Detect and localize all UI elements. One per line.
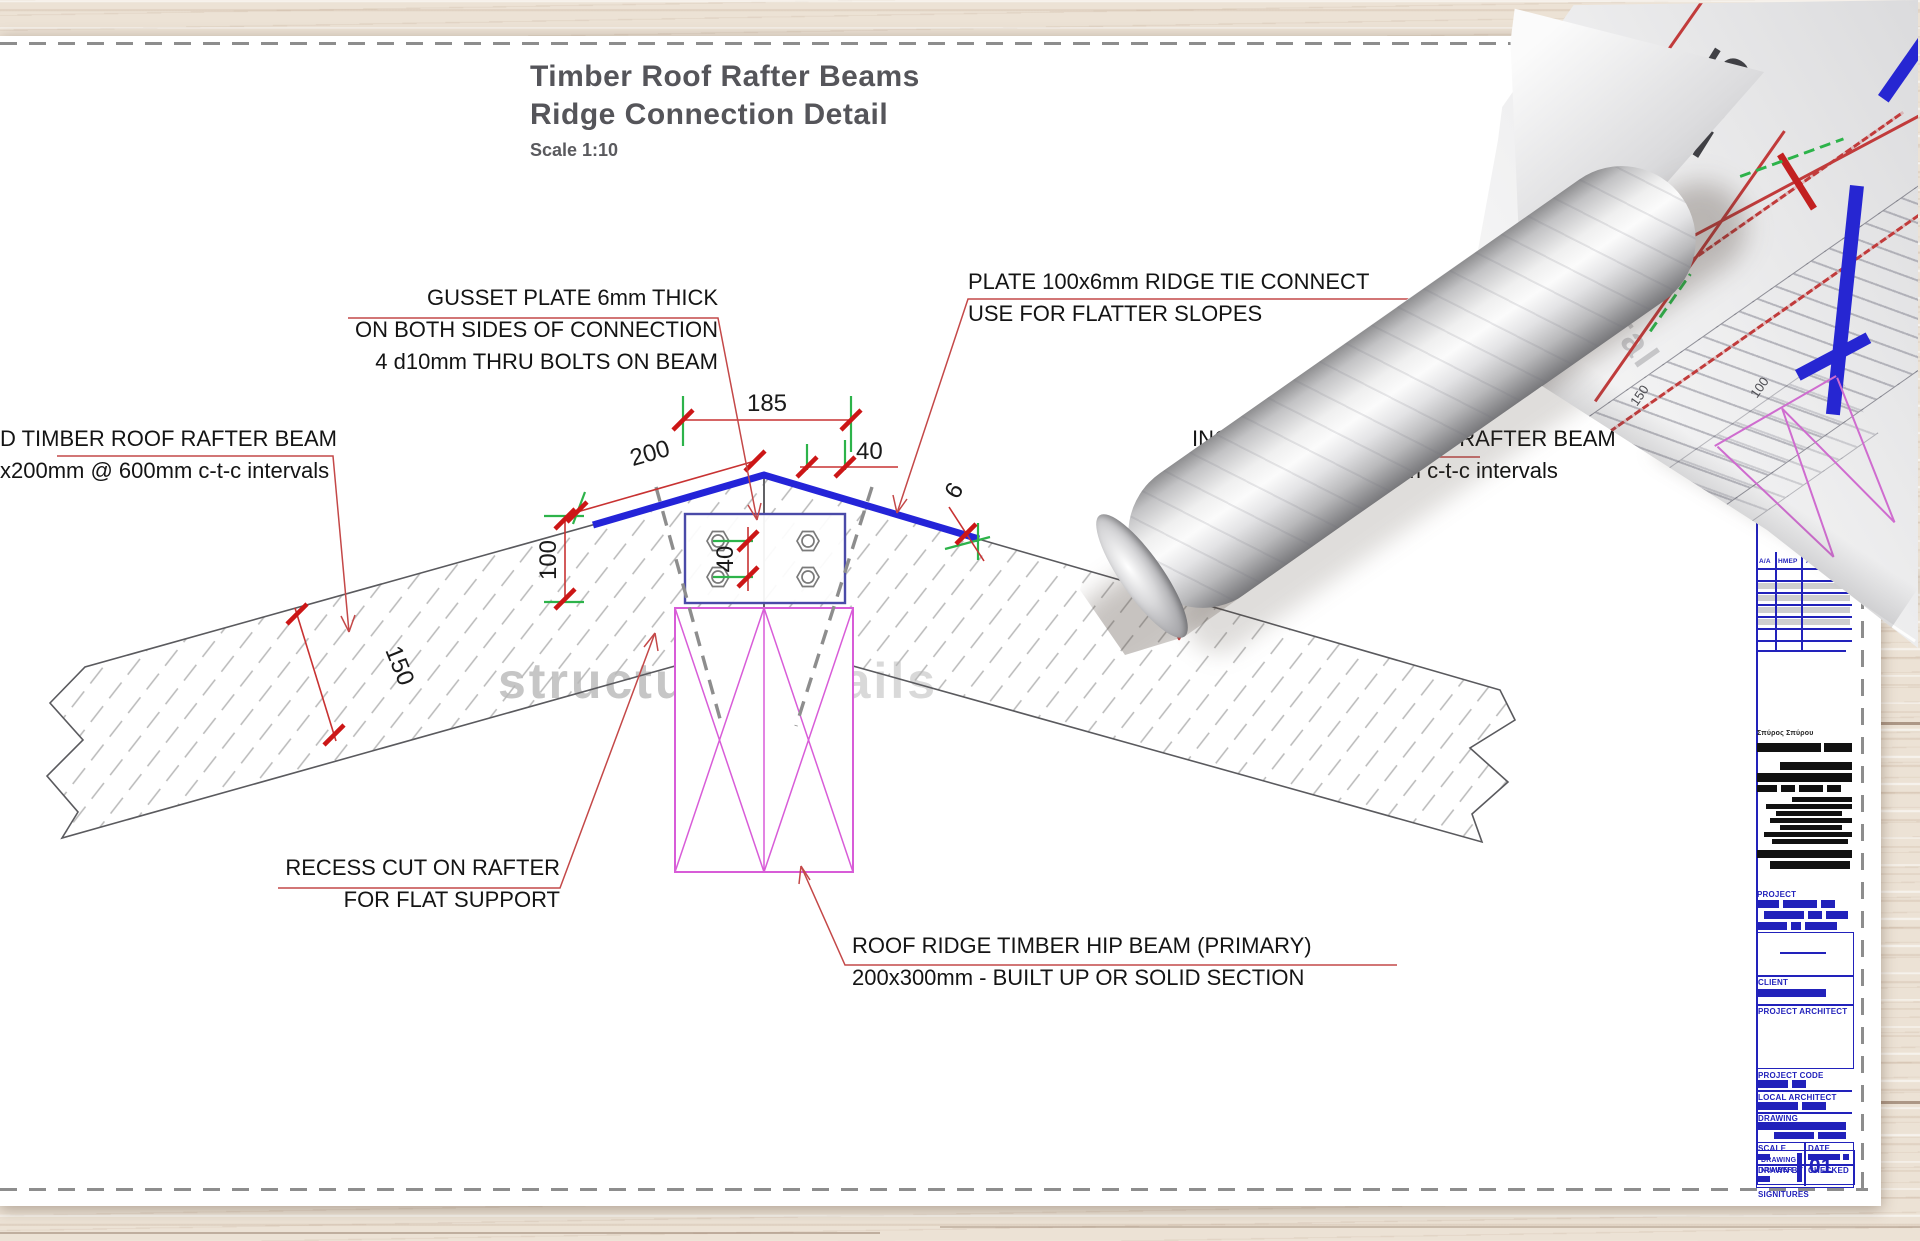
annotation-hip-beam: ROOF RIDGE TIMBER HIP BEAM (PRIMARY) 200…	[852, 930, 1312, 994]
annotation-left-rafter-line2: x200mm @ 600mm c-t-c intervals	[0, 458, 330, 483]
annotation-recess-line1: RECESS CUT ON RAFTER	[285, 855, 560, 880]
annotation-gusset-line2: ON BOTH SIDES OF CONNECTION	[354, 317, 718, 342]
drawing-title-line1: Timber Roof Rafter Beams	[530, 60, 920, 93]
annotation-gusset: GUSSET PLATE 6mm THICK ON BOTH SIDES OF …	[355, 282, 718, 378]
annotation-ridge-tie-line1: PLATE 100x6mm RIDGE TIE CONNECT	[968, 269, 1370, 294]
client-label: CLIENT	[1758, 978, 1789, 987]
drawn-by-label: DRAWN BY	[1758, 1166, 1804, 1175]
dim-bolt-spacing: 40	[712, 545, 739, 573]
project-code-label: PROJECT CODE	[1758, 1071, 1824, 1080]
project-architect-label: PROJECT ARCHITECT	[1758, 1007, 1848, 1016]
annotation-recess-line2: FOR FLAT SUPPORT	[343, 887, 560, 912]
wood-grain-line	[0, 1232, 880, 1234]
scale-label: SCALE	[1758, 1144, 1787, 1153]
author-name: Σπύρος Σπύρου	[1757, 730, 1814, 737]
local-architect-label: LOCAL ARCHITECT	[1758, 1093, 1837, 1102]
rolled-drawing: structural 185 150 100	[1080, 0, 1918, 655]
annotation-recess: RECESS CUT ON RAFTER FOR FLAT SUPPORT	[285, 852, 560, 916]
dim-edge-offset: 40	[856, 438, 883, 465]
annotation-left-rafter: D TIMBER ROOF RAFTER BEAM x200mm @ 600mm…	[0, 423, 337, 487]
sheet-border-right	[1861, 505, 1864, 1188]
title-block: Α/Α ΗΜΕΡ ΑΛΛΑΓ. Σπύρος Σπύρου PROJECT	[1756, 500, 1868, 1200]
dim-ridge-width: 185	[746, 390, 788, 417]
drawing-label: DRAWING	[1758, 1114, 1799, 1123]
drawing-number-value: 01	[1809, 1155, 1833, 1178]
date-label: DATE	[1808, 1144, 1830, 1153]
annotation-hip-beam-line2: 200x300mm - BUILT UP OR SOLID SECTION	[852, 965, 1305, 990]
revision-col1: Α/Α	[1759, 558, 1771, 565]
sheet-border-top	[0, 42, 1517, 45]
annotation-ridge-tie: PLATE 100x6mm RIDGE TIE CONNECT USE FOR …	[968, 266, 1369, 330]
drawing-scale: Scale 1:10	[530, 140, 619, 160]
signatures-label: SIGNITURES	[1758, 1190, 1809, 1199]
sheet-border-bottom	[0, 1188, 1868, 1191]
drawing-title-line2: Ridge Connection Detail	[530, 98, 889, 131]
project-label: PROJECT	[1757, 890, 1797, 899]
annotation-hip-beam-line1: ROOF RIDGE TIMBER HIP BEAM (PRIMARY)	[852, 933, 1312, 958]
annotation-gusset-line3: 4 d10mm THRU BOLTS ON BEAM	[375, 349, 718, 374]
wood-grain-line	[940, 1226, 1920, 1228]
revision-col2: ΗΜΕΡ	[1778, 558, 1798, 565]
annotation-ridge-tie-line2: USE FOR FLATTER SLOPES	[968, 301, 1263, 326]
annotation-left-rafter-line1: D TIMBER ROOF RAFTER BEAM	[0, 426, 337, 451]
drawing-number-box: DRAWING NUMBER 01	[1756, 1150, 1855, 1185]
annotation-gusset-line1: GUSSET PLATE 6mm THICK	[427, 285, 718, 310]
drawing-number-label1: DRAWING	[1761, 1157, 1797, 1164]
dim-plate-height: 100	[535, 539, 562, 581]
checked-label: CHECKED	[1808, 1166, 1849, 1175]
rolled-magenta-beam	[1714, 375, 1896, 558]
drawing-number-label2: NUMBER	[1761, 1167, 1793, 1174]
